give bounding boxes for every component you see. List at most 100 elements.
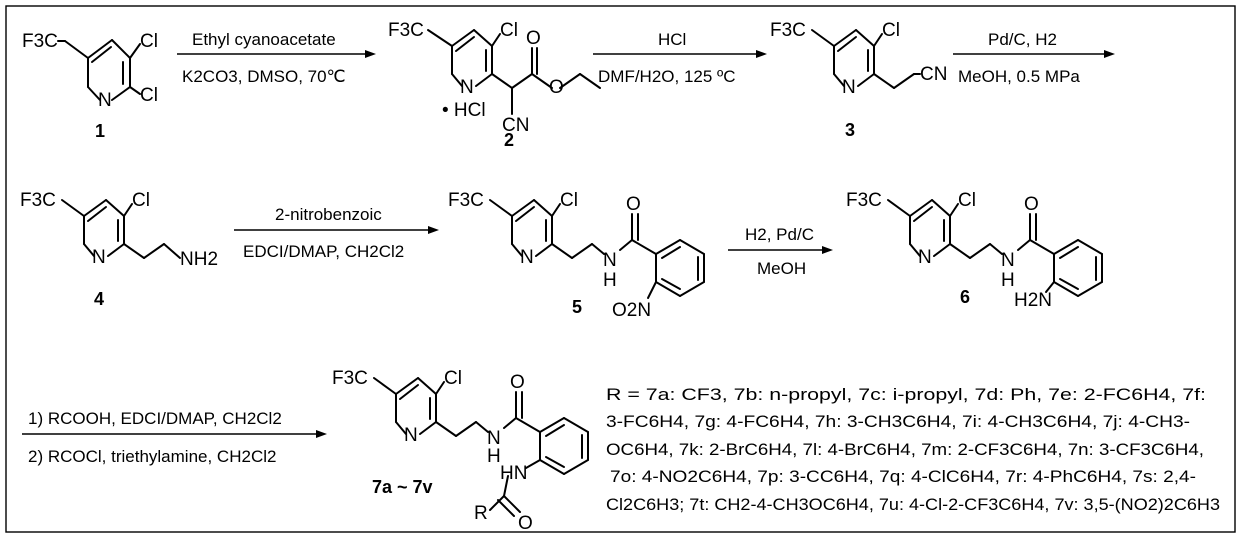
r-label-7: R	[474, 503, 488, 524]
f3c-label-5: F3C	[448, 190, 484, 211]
n-label-5: N	[520, 247, 534, 268]
compound-2: F3C Cl N O O CN • HCl 2	[388, 20, 601, 150]
r-groups-line-5: Cl2C6H3; 7t: CH2-4-CH3OC6H4, 7u: 4-Cl-2-…	[606, 496, 1220, 514]
svg-text:O: O	[1024, 194, 1039, 215]
svg-text:N: N	[1001, 250, 1015, 271]
svg-text:H: H	[1001, 270, 1015, 291]
svg-text:F3C: F3C	[22, 31, 58, 52]
nh2-label-4: NH2	[180, 249, 218, 270]
hn-label-7: HN	[500, 463, 527, 484]
svg-text:F3C: F3C	[20, 190, 56, 211]
svg-text:F3C: F3C	[846, 190, 882, 211]
hcl-salt-label: • HCl	[442, 100, 486, 121]
nh-label-5b: H	[603, 270, 617, 291]
cond-2-bottom: DMF/H2O, 125 ºC	[598, 67, 736, 86]
svg-text:O: O	[549, 77, 564, 98]
reaction-arrow-2: HCl DMF/H2O, 125 ºC	[593, 30, 767, 86]
svg-text:HN: HN	[500, 463, 527, 484]
cond-4-bottom: EDCI/DMAP, CH2Cl2	[243, 242, 404, 261]
f3c-label-4: F3C	[20, 190, 56, 211]
nh-label-7b: H	[487, 446, 501, 467]
reaction-arrow-3: Pd/C, H2 MeOH, 0.5 MPa	[953, 30, 1115, 86]
svg-text:CN: CN	[920, 64, 947, 85]
cn-label-3: CN	[920, 64, 947, 85]
f3c-label-3: F3C	[770, 20, 806, 41]
r-groups-line-2: 3-FC6H4, 7g: 4-FC6H4, 7h: 3-CH3C6H4, 7i:…	[606, 413, 1190, 431]
svg-text:N: N	[603, 250, 617, 271]
cl-label-5: Cl	[560, 190, 578, 211]
cond-6-top: 1) RCOOH, EDCI/DMAP, CH2Cl2	[28, 409, 282, 428]
compound-4-number: 4	[94, 289, 104, 309]
svg-text:H: H	[487, 446, 501, 467]
svg-text:R: R	[474, 503, 488, 524]
cl-label-2: Cl	[500, 20, 518, 41]
svg-text:N: N	[918, 247, 932, 268]
svg-text:CN: CN	[502, 115, 529, 136]
no2-label-5: O2N	[612, 300, 651, 321]
cn-label-2: CN	[502, 115, 529, 136]
cond-1-top: Ethyl cyanoacetate	[192, 30, 336, 49]
svg-text:Cl: Cl	[140, 85, 158, 106]
r-group-definitions: R = 7a: CF3, 7b: n-propyl, 7c: i-propyl,…	[606, 386, 1220, 514]
cond-5-top: H2, Pd/C	[745, 225, 814, 244]
n-label-7: N	[404, 425, 418, 446]
svg-text:Cl: Cl	[444, 368, 462, 389]
svg-text:H2N: H2N	[1014, 290, 1052, 311]
cond-6-bottom: 2) RCOCl, triethylamine, CH2Cl2	[28, 447, 276, 466]
cl-label-6: Cl	[958, 190, 976, 211]
svg-text:F3C: F3C	[388, 20, 424, 41]
o-label-7b: O	[518, 513, 533, 534]
f3c-label-6: F3C	[846, 190, 882, 211]
r-groups-line-1: R = 7a: CF3, 7b: n-propyl, 7c: i-propyl,…	[606, 386, 1206, 404]
cond-4-top: 2-nitrobenzoic	[275, 205, 382, 224]
cond-1-bottom: K2CO3, DMSO, 70℃	[182, 67, 346, 86]
o-label-7a: O	[510, 372, 525, 393]
svg-text:F3C: F3C	[448, 190, 484, 211]
cl-label-7: Cl	[444, 368, 462, 389]
o-label-5: O	[626, 194, 641, 215]
svg-text:N: N	[92, 247, 106, 268]
svg-text:Cl: Cl	[132, 190, 150, 211]
nh-label-6b: H	[1001, 270, 1015, 291]
compound-7-number: 7a ~ 7v	[372, 477, 433, 497]
o-label-6: O	[1024, 194, 1039, 215]
compound-1: F3C Cl Cl N 1	[22, 31, 158, 141]
o-label-2a: O	[526, 28, 541, 49]
nh-label-7a: N	[487, 428, 501, 449]
compound-4: F3C Cl N NH2 4	[20, 190, 218, 309]
svg-text:O: O	[626, 194, 641, 215]
svg-text:F3C: F3C	[770, 20, 806, 41]
compound-2-number: 2	[504, 130, 514, 150]
compound-5: F3C Cl N N H O O2N 5	[448, 190, 705, 321]
f3c-label-1: F3C	[22, 31, 58, 52]
cl-label-3: Cl	[882, 20, 900, 41]
svg-text:N: N	[460, 77, 474, 98]
svg-text:Cl: Cl	[500, 20, 518, 41]
cl-label-4: Cl	[132, 190, 150, 211]
cl-label-1a: Cl	[140, 31, 158, 52]
f3c-label-2: F3C	[388, 20, 424, 41]
r-groups-line-3: OC6H4, 7k: 2-BrC6H4, 7l: 4-BrC6H4, 7m: 2…	[606, 441, 1204, 459]
svg-text:Cl: Cl	[958, 190, 976, 211]
n-label-3: N	[842, 77, 856, 98]
cond-2-top: HCl	[658, 30, 686, 49]
svg-text:• HCl: • HCl	[442, 100, 486, 121]
cond-3-bottom: MeOH, 0.5 MPa	[958, 67, 1080, 86]
cond-3-top: Pd/C, H2	[988, 30, 1057, 49]
svg-text:F3C: F3C	[332, 368, 368, 389]
svg-text:N: N	[842, 77, 856, 98]
reaction-arrow-6: 1) RCOOH, EDCI/DMAP, CH2Cl2 2) RCOCl, tr…	[22, 409, 327, 466]
reaction-arrow-5: H2, Pd/C MeOH	[728, 225, 833, 278]
compound-3: F3C Cl N CN 3	[770, 20, 947, 140]
compound-6-number: 6	[960, 287, 970, 307]
n-label-6: N	[918, 247, 932, 268]
reaction-arrow-4: 2-nitrobenzoic EDCI/DMAP, CH2Cl2	[234, 205, 439, 261]
nh-label-6a: N	[1001, 250, 1015, 271]
compound-7: F3C Cl N N H O HN O R 7a ~ 7v	[332, 368, 589, 534]
svg-text:N: N	[404, 425, 418, 446]
svg-text:O: O	[518, 513, 533, 534]
compound-3-number: 3	[845, 120, 855, 140]
svg-text:N: N	[487, 428, 501, 449]
svg-text:O2N: O2N	[612, 300, 651, 321]
